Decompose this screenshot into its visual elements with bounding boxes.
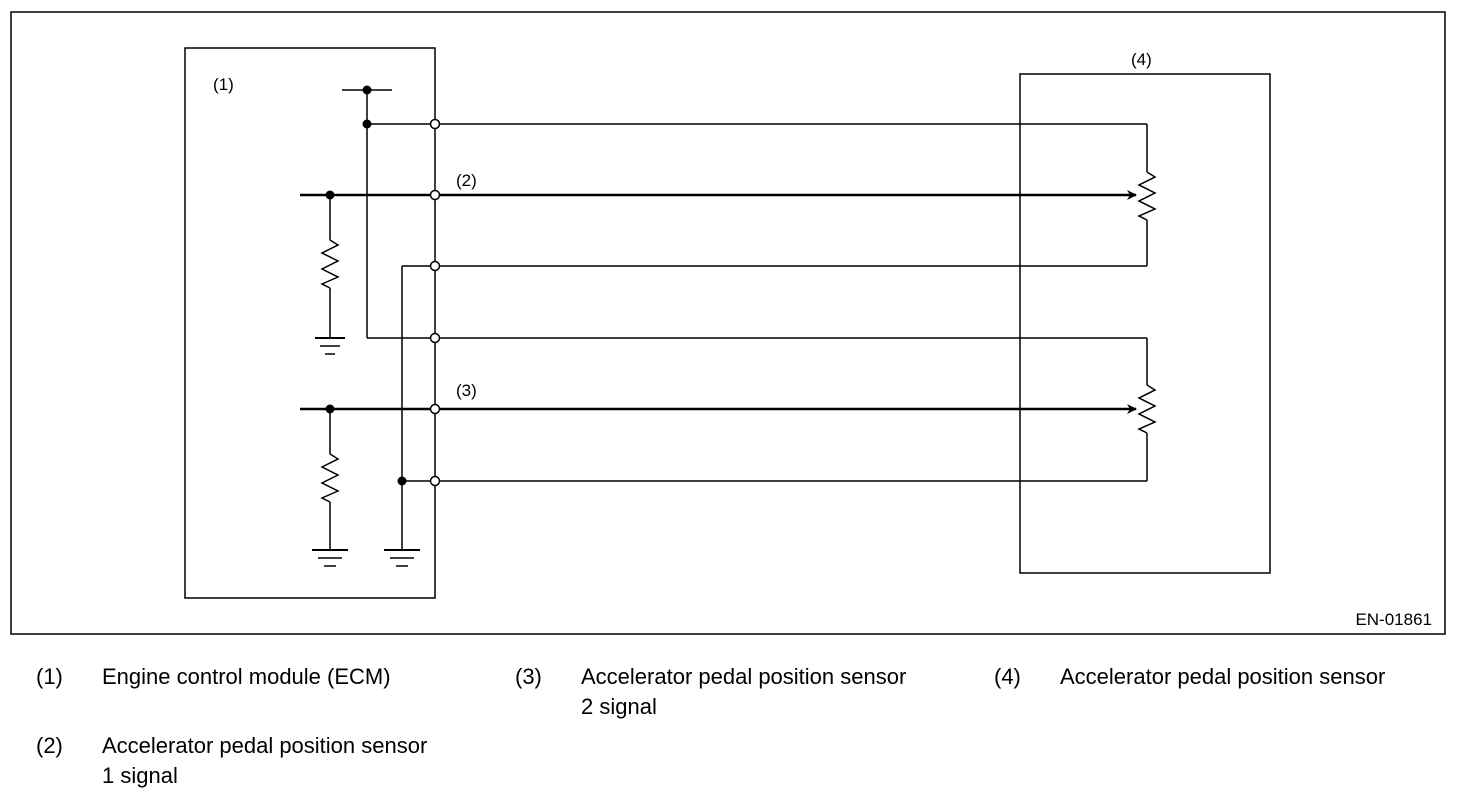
diagram-frame [10,11,1446,635]
ground-symbol-1 [312,549,348,567]
figure-id: EN-01861 [1355,610,1432,629]
legend-text: Accelerator pedal position sensor [1060,664,1386,689]
label-ecm: (1) [213,75,234,94]
sensor-box [1019,73,1271,574]
legend-item-3: (3) Accelerator pedal position sensor 2 … [515,662,906,722]
junction-dots [325,85,407,486]
legend-text: Accelerator pedal position sensor 2 sign… [581,664,907,719]
legend-number: (4) [994,664,1021,689]
harness-wires [435,123,1147,482]
power-supply-wiring [342,89,435,339]
pulldown-circuit-1 [300,193,435,355]
legend-item-2: (2) Accelerator pedal position sensor 1 … [36,731,427,791]
legend-number: (1) [36,664,63,689]
legend-number: (3) [515,664,542,689]
ground-symbol-2 [384,549,420,567]
label-signal2: (3) [456,381,477,400]
wiring-diagram: (1) (2) (3) (4) EN-01861 [10,11,1446,635]
label-sensor: (4) [1131,50,1152,69]
potentiometer-1 [1137,124,1157,266]
pulldown-circuit-2 [300,407,435,550]
potentiometer-2 [1137,338,1157,481]
connector-pins [429,118,441,487]
legend-number: (2) [36,733,63,758]
legend-text: Accelerator pedal position sensor 1 sign… [102,733,428,788]
ecm-box [184,47,436,599]
label-signal1: (2) [456,171,477,190]
legend-item-1: (1) Engine control module (ECM) [36,662,391,692]
legend-text: Engine control module (ECM) [102,664,391,689]
legend-item-4: (4) Accelerator pedal position sensor [994,662,1385,692]
